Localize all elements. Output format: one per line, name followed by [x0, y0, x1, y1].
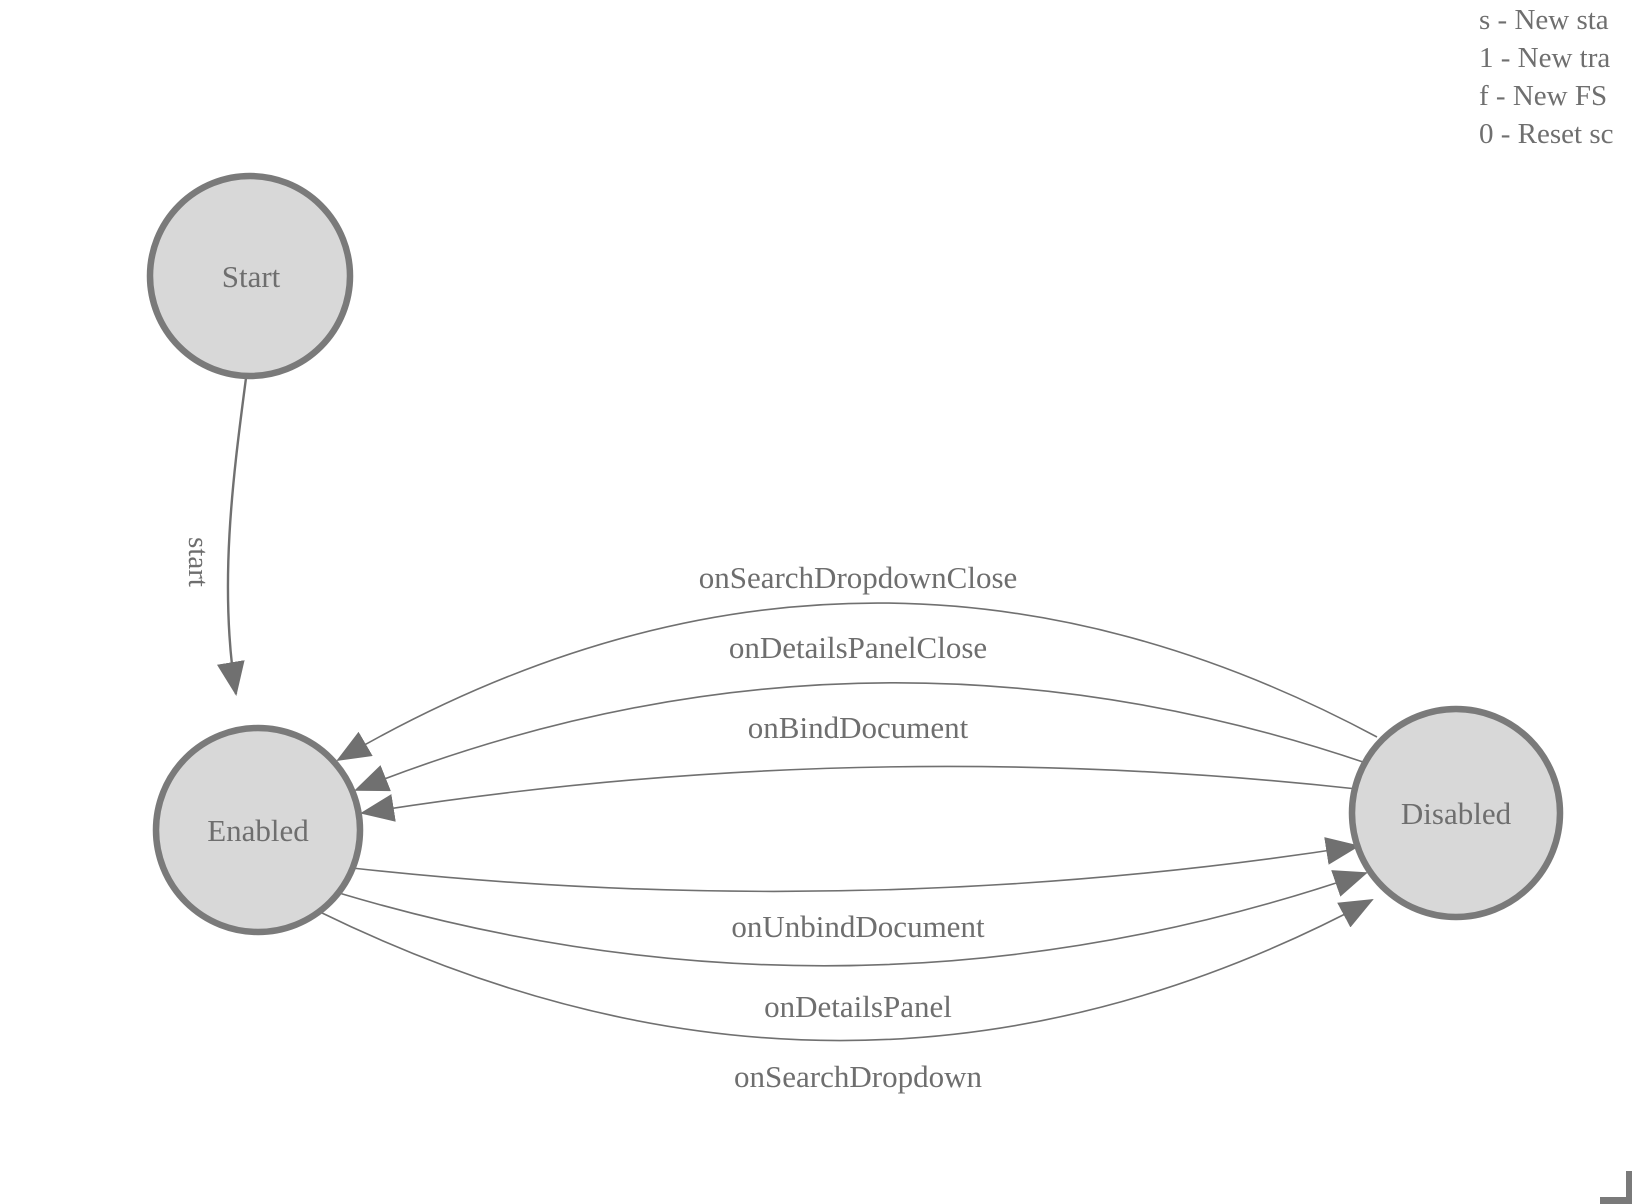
edge-label-on-search-dropdown-close: onSearchDropdownClose	[699, 560, 1018, 595]
edge-label-on-unbind-document: onUnbindDocument	[731, 909, 985, 944]
state-node-enabled-circle[interactable]	[152, 724, 364, 936]
transitions-layer	[216, 377, 1378, 1042]
panel-corner-vertical	[1626, 1171, 1632, 1204]
edge-on-details-panel-close[interactable]	[354, 681, 1367, 792]
legend-line-new-fsm: f - New FS	[1479, 80, 1607, 112]
edge-on-search-dropdown[interactable]	[319, 899, 1374, 1042]
state-node-enabled: Enabled	[152, 724, 364, 936]
state-node-start: Start	[146, 172, 354, 380]
state-node-start-label: Start	[222, 259, 281, 294]
hotkey-legend: s - New sta 1 - New tra f - New FS 0 - R…	[1479, 4, 1614, 150]
state-node-disabled-circle[interactable]	[1348, 705, 1564, 921]
state-node-enabled-label: Enabled	[207, 813, 309, 848]
edge-label-start: start	[182, 537, 214, 587]
state-node-disabled-label: Disabled	[1401, 796, 1512, 831]
edge-on-bind-document[interactable]	[360, 765, 1358, 822]
edge-label-on-details-panel: onDetailsPanel	[764, 989, 952, 1024]
panel-corner	[1600, 1171, 1632, 1204]
legend-line-new-state: s - New sta	[1479, 4, 1609, 36]
panel-corner-horizontal	[1600, 1197, 1632, 1204]
state-node-disabled: Disabled	[1348, 705, 1564, 921]
state-node-start-circle[interactable]	[146, 172, 354, 380]
edge-start[interactable]	[216, 377, 248, 696]
edge-on-search-dropdown-close[interactable]	[336, 602, 1378, 762]
edge-label-on-bind-document: onBindDocument	[748, 710, 969, 745]
edge-label-on-details-panel-close: onDetailsPanelClose	[729, 630, 987, 665]
legend-line-new-transition: 1 - New tra	[1479, 42, 1610, 74]
edge-labels-layer: start onSearchDropdownClose onDetailsPan…	[182, 537, 1017, 1094]
legend-line-reset-scale: 0 - Reset sc	[1479, 118, 1614, 150]
edge-on-details-panel[interactable]	[338, 870, 1368, 967]
edge-on-unbind-document[interactable]	[351, 837, 1360, 893]
edge-label-on-search-dropdown: onSearchDropdown	[734, 1059, 982, 1094]
